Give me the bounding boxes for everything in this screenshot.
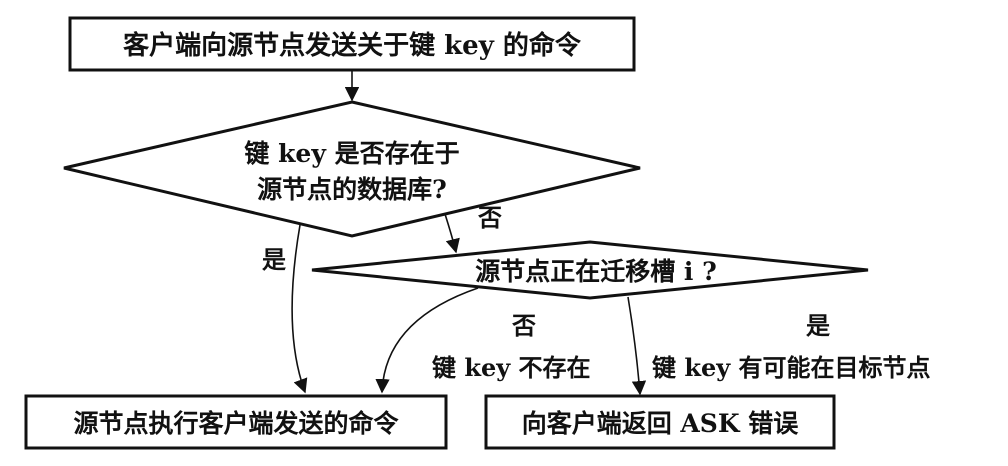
execute-box xyxy=(24,394,448,450)
start-box xyxy=(68,16,636,72)
start-label: 客户端向源节点发送关于键 key 的命令 xyxy=(123,30,582,61)
arrow-check-no xyxy=(444,213,460,254)
check-migrating-diamond xyxy=(311,240,869,300)
migrating-yes-label: 是 xyxy=(806,311,830,340)
ask-error-box xyxy=(484,394,836,450)
check-key-label-line2: 源节点的数据库? xyxy=(257,175,447,204)
check-key-no-label: 否 xyxy=(477,203,502,232)
arrow-migrating-no xyxy=(375,287,479,394)
check-key-label-line1: 键 key 是否存在于 xyxy=(244,139,459,168)
ask-error-label: 向客户端返回 ASK 错误 xyxy=(522,409,800,438)
migrating-no-label: 否 xyxy=(511,311,536,340)
check-key-yes-label: 是 xyxy=(262,245,286,274)
arrow-check-yes xyxy=(291,224,308,394)
execute-label: 源节点执行客户端发送的命令 xyxy=(73,409,399,438)
check-key-diamond xyxy=(63,100,641,238)
migrating-no-note: 键 key 不存在 xyxy=(432,353,591,382)
migrating-yes-note: 键 key 有可能在目标节点 xyxy=(652,353,931,382)
arrow-migrating-yes xyxy=(627,296,647,396)
check-migrating-label: 源节点正在迁移槽 i ? xyxy=(475,257,717,286)
